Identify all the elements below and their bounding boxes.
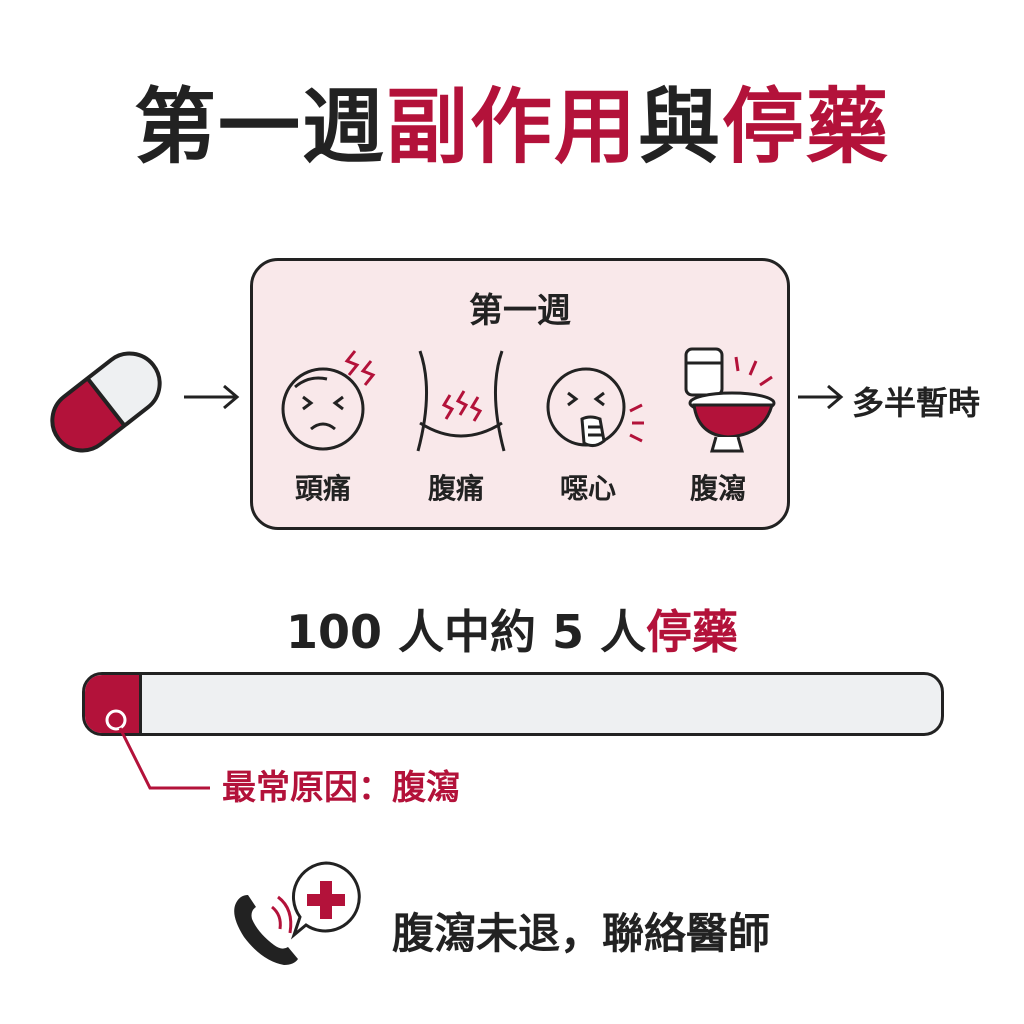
outcome-text: 多半暫時 bbox=[852, 384, 981, 422]
stop-rate-heading: 100 人中約 5 人停藥 bbox=[0, 596, 1024, 662]
arrow-right-icon bbox=[798, 384, 844, 410]
contact-doctor-text: 腹瀉未退，聯絡醫師 bbox=[392, 909, 771, 958]
symptom-label: 腹痛 bbox=[427, 472, 484, 505]
phone-icon bbox=[234, 861, 361, 965]
stop-rate-highlight: 停藥 bbox=[646, 605, 739, 659]
stop-rate-prefix: 100 人中約 5 人 bbox=[285, 605, 647, 659]
symptom-label: 頭痛 bbox=[294, 472, 351, 505]
week-one-heading: 第一週 bbox=[469, 291, 571, 331]
title-part-week: 第一週 bbox=[133, 80, 386, 175]
symptom-headache: 頭痛 bbox=[258, 331, 388, 511]
stop-rate-bar-divider bbox=[139, 675, 142, 733]
nausea-face-icon bbox=[546, 367, 644, 448]
symptom-diarrhea: 腹瀉 bbox=[653, 331, 783, 511]
capsule-icon bbox=[40, 341, 172, 463]
page-title: 第一週副作用與停藥 bbox=[0, 78, 1024, 178]
arrow-right-icon bbox=[184, 384, 240, 410]
headache-face-icon bbox=[281, 350, 376, 451]
abdominal-pain-icon bbox=[416, 350, 506, 452]
symptom-nausea: 噁心 bbox=[523, 331, 653, 511]
most-common-reason: 最常原因：腹瀉 bbox=[222, 768, 460, 808]
week-one-panel: 第一週 頭痛 腹痛 bbox=[250, 258, 790, 530]
symptom-label: 腹瀉 bbox=[689, 472, 746, 505]
title-part-and: 與 bbox=[638, 80, 723, 175]
medical-chat-icon bbox=[290, 861, 361, 940]
title-part-side-effects: 副作用 bbox=[385, 80, 638, 175]
symptom-abdominal-pain: 腹痛 bbox=[391, 331, 521, 511]
toilet-icon bbox=[684, 347, 776, 453]
reason-callout-line bbox=[105, 709, 210, 790]
title-part-stop: 停藥 bbox=[722, 80, 891, 175]
symptom-label: 噁心 bbox=[559, 472, 616, 505]
stop-rate-bar bbox=[82, 672, 944, 736]
